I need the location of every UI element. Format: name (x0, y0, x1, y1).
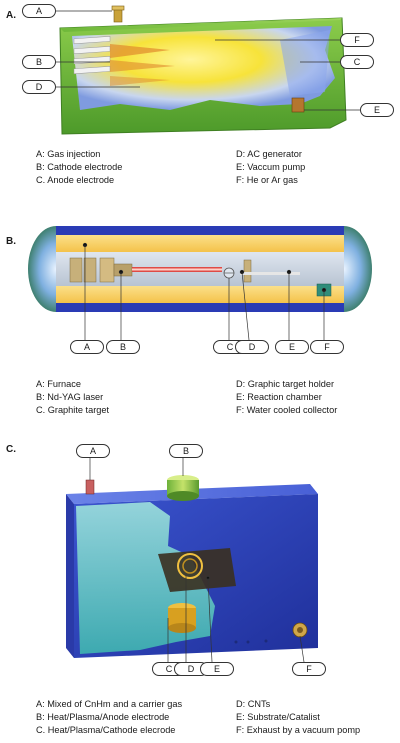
cnt-coil (177, 553, 203, 579)
panel-a: A. (0, 0, 400, 200)
legend-a-left: A: Gas injection B: Cathode electrode C.… (36, 148, 122, 186)
substrate (158, 548, 236, 592)
legend-item: C. Anode electrode (36, 174, 115, 185)
legend-b-left: A: Furnace B: Nd-YAG laser C. Graphite t… (36, 378, 109, 416)
legend-item: A: Gas injection (36, 149, 101, 159)
tag-a: A (22, 4, 56, 18)
tag-b: B (169, 444, 203, 458)
gas-inlet (85, 479, 95, 495)
tag-b: B (22, 55, 56, 69)
tag-d: D (174, 662, 208, 676)
legend-item: E: Substrate/Catalist (236, 711, 320, 722)
tag-c: C (340, 55, 374, 69)
legend-item: F: Water cooled collector (236, 404, 338, 415)
panel-label-a: A. (6, 10, 16, 21)
panel-c: C. (0, 436, 400, 743)
legend-a-right: D: AC generator E: Vaccum pump F: He or … (236, 148, 305, 186)
laser-head (69, 257, 133, 283)
arc-discharge-diagram (48, 5, 360, 135)
legend-c-right: D: CNTs E: Substrate/Catalist F: Exhaust… (236, 698, 360, 736)
furnace-bottom (56, 286, 344, 303)
tag-f: F (340, 33, 374, 47)
tag-a: A (70, 340, 104, 354)
tag-e: E (275, 340, 309, 354)
legend-item: F: Exhaust by a vacuum pomp (236, 724, 361, 735)
legend-b-right: D: Graphic target holder E: Reaction cha… (236, 378, 337, 416)
cathode-cup (168, 608, 196, 628)
tag-f: F (310, 340, 344, 354)
legend-item: B: Heat/Plasma/Anode electrode (36, 711, 170, 722)
laser-ablation-diagram (28, 226, 372, 341)
tag-d: D (235, 340, 269, 354)
panel-label-c: C. (6, 444, 16, 455)
target-holder (243, 259, 252, 283)
legend-item: C. Graphite target (36, 404, 110, 415)
furnace-top (56, 235, 344, 252)
legend-item: E: Vaccum pump (236, 161, 306, 172)
legend-item: D: AC generator (236, 149, 302, 159)
vacuum-pump-port (291, 97, 305, 113)
tag-e: E (200, 662, 234, 676)
legend-c-left: A: Mixed of CnHm and a carrier gas B: He… (36, 698, 182, 736)
legend-item: D: Graphic target holder (236, 379, 335, 389)
tag-a: A (76, 444, 110, 458)
legend-item: F: He or Ar gas (236, 174, 298, 185)
tag-f: F (292, 662, 326, 676)
legend-item: A: Furnace (36, 379, 81, 389)
anode-electrode (280, 30, 330, 96)
legend-item: B: Cathode electrode (36, 161, 123, 172)
legend-item: C. Heat/Plasma/Cathode elecrode (36, 724, 176, 735)
legend-item: D: CNTs (236, 699, 271, 709)
legend-item: A: Mixed of CnHm and a carrier gas (36, 699, 183, 709)
panel-label-b: B. (6, 236, 16, 247)
tag-b: B (106, 340, 140, 354)
cvd-diagram (66, 456, 318, 663)
legend-item: B: Nd-YAG laser (36, 391, 104, 402)
legend-item: E: Reaction chamber (236, 391, 322, 402)
tag-d: D (22, 80, 56, 94)
panel-b: B. (0, 220, 400, 430)
tag-e: E (360, 103, 394, 117)
